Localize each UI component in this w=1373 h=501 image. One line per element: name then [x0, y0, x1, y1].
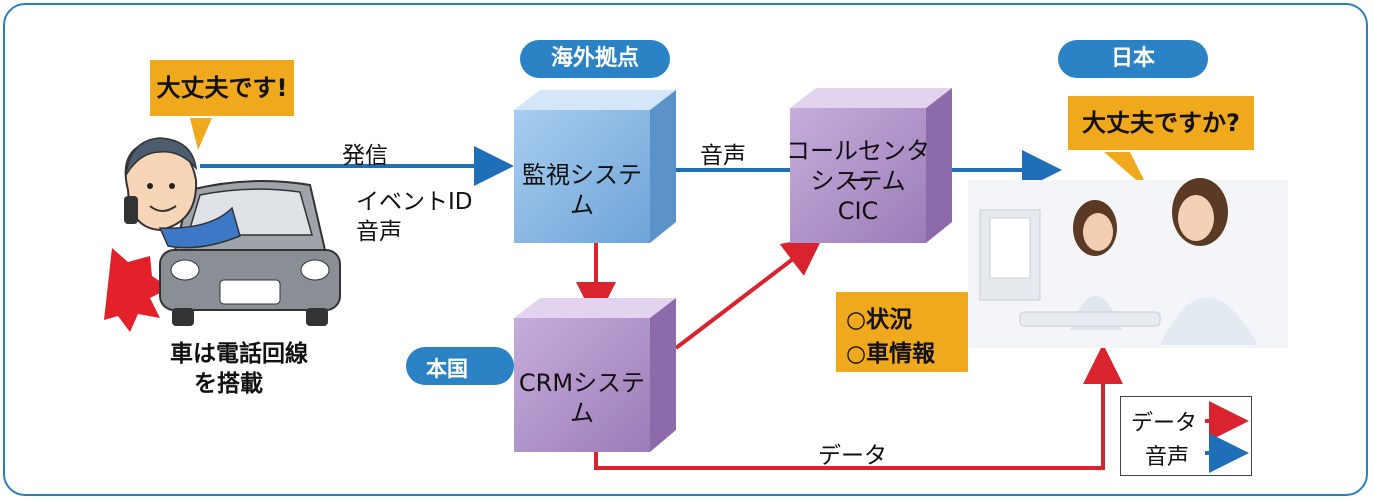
legend-box: データ 音声	[1120, 396, 1252, 476]
callcenter-system-cube	[790, 88, 952, 243]
send-label: 発信	[342, 143, 388, 169]
data-bottom-label: データ	[818, 443, 887, 469]
driver-speech-bubble: 大丈夫です!	[150, 60, 294, 116]
legend-data-label: データ	[1131, 411, 1198, 436]
operator-speech-bubble: 大丈夫ですか?	[1068, 96, 1254, 150]
legend-arrows	[1205, 401, 1249, 473]
info-box-line1: ○状況	[846, 307, 913, 333]
monitoring-system-label: 監視システム	[522, 161, 642, 219]
car-illustration	[104, 137, 341, 332]
crm-system-cube	[514, 298, 676, 452]
operator-photo	[968, 178, 1288, 348]
car-caption-line2: を搭載	[194, 371, 263, 397]
edge-crm-to-cic	[674, 235, 824, 350]
callcenter-label-line1: コールセンター	[786, 137, 930, 195]
home-country-label: 本国	[426, 357, 468, 381]
callcenter-label-line2: システム	[810, 167, 906, 195]
home-country-pill-bg	[406, 347, 514, 385]
crm-system-label: CRMシステム	[518, 369, 646, 427]
legend-voice-label: 音声	[1145, 445, 1190, 470]
japan-label: 日本	[1058, 40, 1208, 78]
info-box	[836, 292, 968, 372]
monitoring-system-cube	[514, 90, 676, 243]
car-caption-line1: 車は電話回線	[170, 341, 308, 367]
overseas-site-label: 海外拠点	[520, 40, 670, 78]
driver-bubble-tail	[190, 118, 212, 150]
voice-top-label: 音声	[700, 143, 746, 169]
callcenter-label-line3: CIC	[837, 197, 879, 225]
info-box-line2: ○車情報	[846, 341, 936, 367]
voice-small-label: 音声	[356, 219, 402, 245]
event-id-label: イベントID	[356, 189, 473, 215]
